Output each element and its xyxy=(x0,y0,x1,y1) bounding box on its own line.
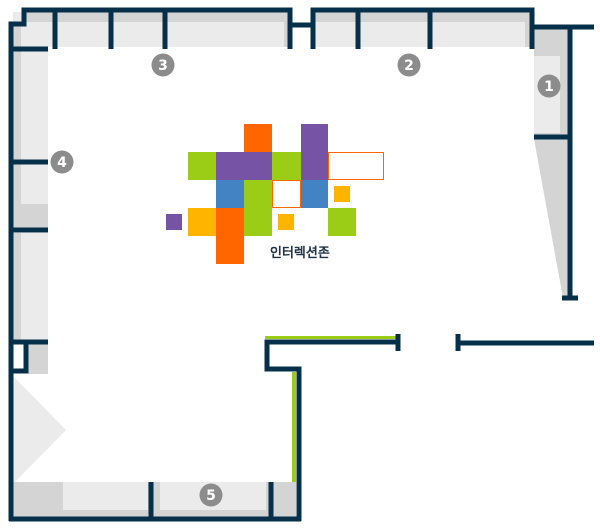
walls xyxy=(8,7,594,522)
marker-3[interactable]: 3 xyxy=(151,53,175,77)
marker-label: 5 xyxy=(206,488,216,504)
interaction-zone-logo: 인터렉션존 xyxy=(166,124,384,264)
marker-4[interactable]: 4 xyxy=(50,150,74,174)
marker-label: 2 xyxy=(404,58,414,74)
green-accent-top xyxy=(265,336,398,339)
marker-1[interactable]: 1 xyxy=(537,74,561,98)
marker-2[interactable]: 2 xyxy=(397,53,421,77)
marker-label: 1 xyxy=(544,79,554,95)
display-walls xyxy=(13,12,568,517)
zone-label: 인터렉션존 xyxy=(270,245,330,261)
marker-label: 4 xyxy=(57,155,67,171)
green-accent-side xyxy=(292,372,296,482)
marker-label: 3 xyxy=(158,58,168,74)
marker-5[interactable]: 5 xyxy=(199,483,223,507)
